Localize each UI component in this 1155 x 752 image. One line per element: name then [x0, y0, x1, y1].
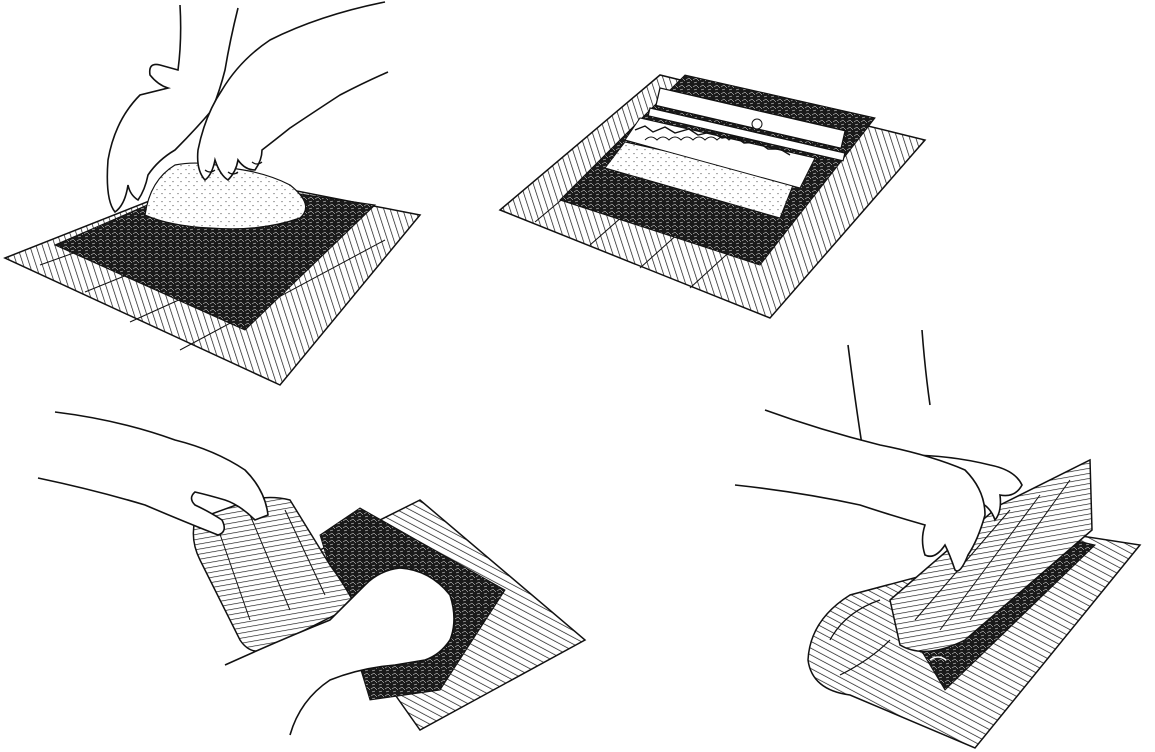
bamboo-mat-held: [889, 458, 1093, 653]
panel-step-2: [498, 74, 927, 319]
panel-step-1: [3, 1, 422, 386]
left-hand: [37, 411, 269, 536]
right-hand: [224, 567, 455, 736]
rice-mound: [144, 162, 307, 230]
panel-step-3: [37, 411, 587, 736]
filling-stick: [647, 107, 846, 162]
panel-step-4: [734, 329, 1142, 749]
filling-strip: [655, 87, 846, 150]
front-hand: [734, 409, 986, 572]
right-hand: [196, 1, 389, 182]
filling-vegetables: [624, 117, 816, 189]
